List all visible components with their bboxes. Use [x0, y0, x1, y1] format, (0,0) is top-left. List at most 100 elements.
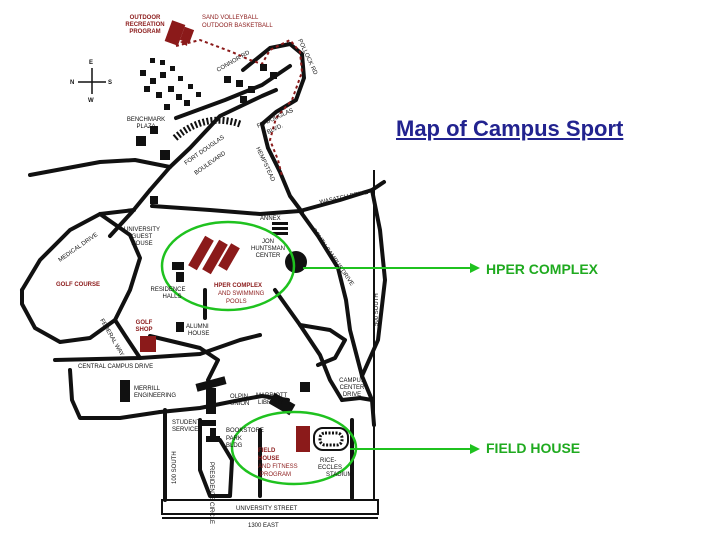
label-alumni-house-1: ALUMNI	[186, 324, 209, 330]
label-annex: ANNEX	[260, 216, 281, 222]
building-student-services	[202, 420, 220, 442]
building-residence-halls	[172, 262, 184, 282]
south-campus-drive	[298, 209, 364, 378]
label-swimming-pools-2: POOLS	[226, 299, 247, 305]
hper-highlight-ellipse	[160, 220, 296, 312]
road-east-connector	[360, 374, 374, 402]
label-swimming-pools-1: AND SWIMMING	[218, 291, 265, 297]
fort-douglas-boulevard-road	[148, 88, 278, 192]
building-golf-shop	[140, 336, 156, 352]
label-olpin-2: UNION	[230, 401, 249, 407]
central-campus-drive	[53, 333, 262, 362]
ft-douglas-blvd-ne	[260, 122, 304, 214]
building-guest-house	[150, 196, 158, 204]
map-labels: OUTDOOR RECREATION PROGRAM SAND VOLLEYBA…	[56, 15, 380, 529]
label-500-south: 500 SOUTH	[374, 293, 380, 326]
label-hempstead: HEMPSTEAD	[254, 146, 275, 183]
label-rice-eccles-2: ECCLES	[318, 465, 342, 471]
label-marriott-2: LIBRARY	[258, 400, 284, 406]
label-guest-house-3: HOUSE	[131, 241, 152, 247]
building-field-house	[296, 426, 310, 452]
label-wasatch-drive: WASATCH DRIVE	[319, 190, 369, 206]
label-outdoor-rec-1: OUTDOOR	[130, 15, 161, 21]
road-campus-center	[340, 396, 376, 427]
label-1300-east: 1300 EAST	[248, 523, 279, 529]
label-university-street: UNIVERSITY STREET	[236, 506, 298, 512]
building-outdoor-rec	[164, 20, 195, 46]
rice-eccles-stadium	[313, 427, 349, 451]
label-field-house-1: FIELD	[258, 448, 276, 454]
road-center-diagonal	[273, 288, 344, 402]
label-golf-shop-1: GOLF	[136, 320, 153, 326]
label-student-services-1: STUDENT	[172, 420, 201, 426]
label-merrill-1: MERRILL	[134, 386, 161, 392]
label-bookstore: BOOKSTORE	[226, 428, 264, 434]
label-olpin-1: OLPIN	[230, 394, 248, 400]
svg-text:PROGRAM: PROGRAM	[129, 29, 160, 35]
road-presidents	[198, 418, 234, 498]
label-jon-huntsman-1: JON	[262, 239, 274, 245]
buildings-fort-douglas	[136, 58, 277, 160]
wasatch-drive	[298, 180, 386, 213]
label-hper-complex: HPER COMPLEX	[214, 283, 262, 289]
jon-huntsman-center	[285, 251, 307, 273]
label-presidents-circle: PRESIDENTS CIRCLE	[208, 462, 214, 524]
building-merrill	[120, 380, 130, 402]
label-campus-center-1: CAMPUS	[339, 378, 365, 384]
pollock-loop	[241, 42, 306, 126]
federal-way	[113, 318, 142, 360]
building-annex	[272, 222, 288, 235]
callout-field-house: FIELD HOUSE	[486, 440, 581, 456]
compass-s: S	[108, 80, 112, 86]
label-residence-halls-1: RESIDENCE	[150, 287, 185, 293]
label-residence-halls-2: HALLS	[162, 294, 181, 300]
label-field-house-2: HOUSE	[258, 456, 279, 462]
road-guest-to-wasatch	[150, 204, 302, 216]
label-marriott-1: MARRIOTT	[256, 393, 288, 399]
label-campus-center-2: CENTER	[340, 385, 365, 391]
label-merrill-2: ENGINEERING	[134, 393, 176, 399]
label-outdoor-rec-2: RECREATION	[125, 22, 164, 28]
label-guest-house-2: GUEST	[132, 234, 153, 240]
label-rice-eccles-3: STADIUM	[326, 472, 353, 478]
road-alumni	[148, 334, 220, 382]
callout-hper-complex: HPER COMPLEX	[486, 261, 599, 277]
road-lower-center	[158, 394, 290, 414]
compass-rose: N E S W	[70, 60, 112, 104]
label-alumni-house-2: HOUSE	[188, 331, 209, 337]
trail-path	[175, 38, 304, 177]
building-alumni-house	[176, 322, 184, 332]
golf-course-loop	[20, 212, 142, 344]
label-benchmark-2: PLAZA	[136, 124, 155, 130]
svg-text:OUTDOOR: OUTDOOR	[130, 15, 161, 21]
label-rice-eccles-1: RICE-	[320, 458, 336, 464]
label-south-campus-drive: SOUTH CAMPUS DRIVE	[310, 228, 354, 287]
compass-w: W	[88, 98, 94, 104]
label-volleyball-2: OUTDOOR BASKETBALL	[202, 23, 273, 29]
callout-arrow-field-house	[350, 444, 480, 454]
label-student-services-2: SERVICES	[172, 427, 202, 433]
compass-n: N	[70, 80, 74, 86]
svg-text:RECREATION: RECREATION	[125, 22, 164, 28]
page-title: Map of Campus Sport	[396, 116, 624, 141]
university-street-road	[161, 170, 379, 519]
wasatch-east	[360, 188, 387, 378]
building-marriott	[268, 392, 296, 416]
label-jon-huntsman-3: CENTER	[256, 253, 281, 259]
label-fitness-1: AND FITNESS	[258, 464, 298, 470]
label-outdoor-rec-3: PROGRAM	[129, 29, 160, 35]
label-jon-huntsman-2: HUNTSMAN	[251, 246, 285, 252]
label-golf-shop-2: SHOP	[135, 327, 152, 333]
label-benchmark-1: BENCHMARK	[127, 117, 165, 123]
label-volleyball-1: SAND VOLLEYBALL	[202, 15, 259, 21]
label-fitness-2: PROGRAM	[260, 472, 291, 478]
building-hper	[188, 235, 240, 275]
label-golf-course: GOLF COURSE	[56, 282, 100, 288]
road-east-loop	[298, 323, 347, 367]
building-campus-center	[300, 382, 310, 392]
compass-e: E	[89, 60, 93, 66]
label-park-bldg-1: PARK	[226, 436, 242, 442]
road-west-lower	[68, 368, 162, 420]
medical-drive	[20, 208, 136, 292]
